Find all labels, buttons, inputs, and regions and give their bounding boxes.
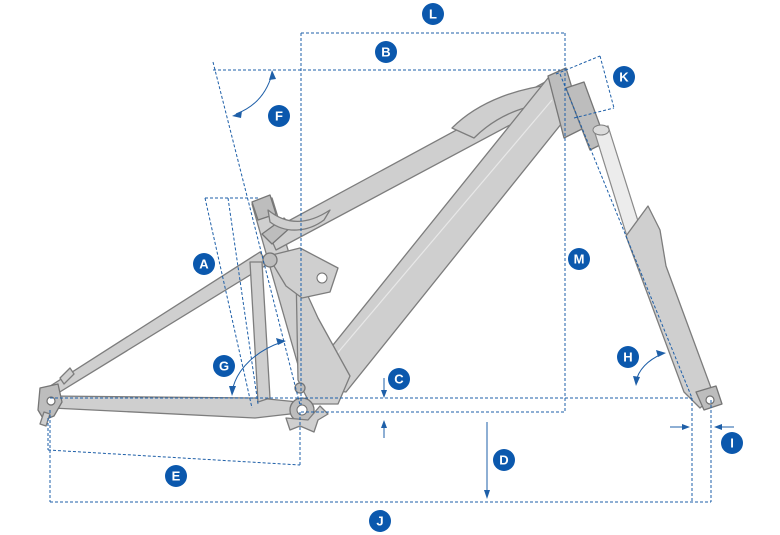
suspension-fork (565, 81, 723, 411)
label-l: L (429, 7, 437, 22)
label-j: J (376, 514, 383, 529)
rocker-pivot (262, 252, 278, 268)
seat-tube-gusset (295, 269, 351, 405)
label-e: E (172, 469, 181, 484)
dim-k-right (599, 55, 615, 109)
arrowhead-c-bottom (381, 420, 387, 428)
fork-seal (592, 124, 610, 136)
arrow-f (235, 73, 273, 115)
dim-a-side (204, 197, 253, 409)
badge-f: F (268, 105, 290, 127)
label-k: K (619, 70, 629, 85)
badge-g: G (213, 355, 235, 377)
arrowhead-g-down (229, 386, 236, 396)
top-tube-brace (267, 209, 331, 231)
arrowhead-f-top (269, 70, 276, 80)
arrowhead-h-right (656, 350, 666, 357)
label-m: M (574, 252, 585, 267)
seat-stay (43, 251, 269, 399)
dim-f-angle-line (212, 61, 301, 406)
dim-k-top (555, 55, 601, 75)
down-tube-highlight (317, 99, 553, 377)
derailleur-hanger (39, 411, 51, 427)
bike-frame (37, 67, 585, 433)
badge-l: L (422, 3, 444, 25)
badge-d: D (493, 449, 515, 471)
arrowhead-i-left (682, 424, 690, 430)
front-axle (705, 395, 715, 405)
rocker-link (267, 247, 339, 299)
badge-i: I (721, 432, 743, 454)
badge-b: B (375, 41, 397, 63)
dim-e-bottom (47, 449, 301, 466)
arrowhead-h-down (633, 376, 640, 386)
dimension-lines (47, 32, 734, 503)
arrowhead-f-left (232, 111, 242, 118)
suspension-link (249, 261, 271, 403)
label-c: C (394, 372, 404, 387)
arrow-h (635, 353, 663, 383)
badge-e: E (165, 465, 187, 487)
arrow-g (231, 341, 283, 393)
label-b: B (381, 45, 390, 60)
arrowhead-c-top (381, 390, 387, 398)
badge-h: H (617, 346, 639, 368)
lower-pivot (294, 382, 306, 394)
arrowhead-i-right (714, 424, 722, 430)
badge-m: M (568, 248, 590, 270)
label-d: D (499, 453, 508, 468)
arrowhead-g-right (276, 338, 286, 345)
label-h: H (623, 350, 632, 365)
dimension-badges: L B K F A M G H C D E I (165, 3, 743, 532)
label-g: G (219, 359, 229, 374)
dim-k-bottom (573, 107, 615, 119)
brake-mount (59, 367, 75, 385)
fork-lower (625, 205, 715, 409)
label-i: I (730, 436, 734, 451)
badge-a: A (193, 253, 215, 275)
label-f: F (275, 109, 283, 124)
badge-c: C (388, 368, 410, 390)
arrowhead-d (484, 490, 490, 499)
badge-j: J (369, 510, 391, 532)
rocker-bolt (316, 272, 328, 284)
bottom-bracket-axle (296, 404, 308, 416)
badge-k: K (613, 66, 635, 88)
label-a: A (199, 257, 209, 272)
rear-axle (46, 396, 56, 406)
dim-h-angle-line (559, 73, 693, 399)
